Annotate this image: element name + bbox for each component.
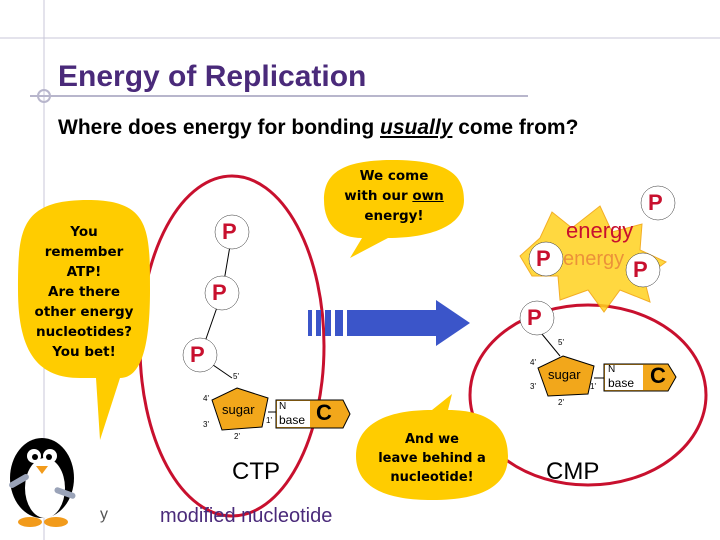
phosphate-label: P [648, 190, 663, 215]
bubble-line-part: with our [344, 188, 413, 204]
phosphate-icon [182, 337, 218, 373]
bubble-line: energy! [364, 208, 424, 224]
phosphate-icon [528, 241, 564, 277]
page-title: Energy of Replication [58, 60, 367, 93]
sugar-icon [537, 355, 595, 397]
arrow-tail-bar [325, 310, 331, 336]
bubble-line: with our own [326, 186, 462, 206]
bubble-line: nucleotide! [390, 470, 474, 485]
bubble-line: remember [44, 244, 124, 260]
speech-bubble-bottom [356, 394, 508, 500]
bubble-line: You [70, 224, 98, 240]
phosphate-label: P [212, 280, 227, 305]
phosphate-label: P [527, 305, 542, 330]
carbon-label: 5' [558, 338, 564, 347]
cmp-label: CMP [546, 458, 600, 485]
bubble-line: And we [405, 432, 459, 447]
caption-modified-nucleotide: modified nucleotide [160, 505, 333, 527]
speech-bubble-left [18, 200, 150, 440]
energy-label: energy [566, 218, 634, 243]
bubble-line: Are there [48, 284, 120, 300]
phosphate-icon [625, 252, 661, 288]
sugar-label: sugar [222, 402, 255, 417]
carbon-label: 2' [234, 432, 240, 441]
arrow-tail-bar [335, 310, 343, 336]
sugar-icon [211, 387, 269, 431]
carbon-label: 5' [233, 372, 239, 381]
base-label-box [277, 401, 310, 427]
arrow-tail-bar [316, 310, 321, 336]
base-letter: C [650, 363, 666, 388]
base-letter: C [316, 400, 332, 425]
speech-bubble-left-text: You remember ATP! Are there other energy… [18, 222, 150, 362]
energy-ghost-label: energy [563, 248, 625, 270]
base-label-box [605, 365, 643, 390]
phosphate-label: P [222, 219, 237, 244]
phosphate-icon [214, 214, 250, 250]
phosphate-label: P [633, 257, 648, 282]
phosphate-label: P [190, 342, 205, 367]
bubble-line: We come [359, 168, 429, 184]
reaction-arrow-icon [347, 300, 470, 346]
base-n-label: N [279, 401, 287, 412]
base-n-label: N [608, 364, 616, 375]
ctp-label: CTP [232, 458, 280, 485]
carbon-label: 1' [590, 382, 596, 391]
base-label: base [608, 376, 635, 390]
bubble-line: ATP! [66, 264, 102, 280]
title-bullet-circle [37, 89, 51, 103]
question-text-end: come from? [452, 116, 579, 139]
phosphate-icon [640, 185, 676, 221]
bubble-emphasis: own [412, 188, 444, 204]
sugar-label: sugar [548, 367, 581, 382]
question-text-start: Where does energy for bonding [58, 116, 381, 139]
phosphate-icon [204, 275, 240, 311]
carbon-label: 4' [530, 358, 536, 367]
bubble-line: nucleotides? [35, 324, 133, 340]
carbon-label: 3' [530, 382, 536, 391]
speech-bubble-top-text: We come with our own energy! [326, 166, 462, 226]
carbon-label: 3' [203, 420, 209, 429]
footer-fragment: y [100, 506, 108, 523]
carbon-label: 4' [203, 394, 209, 403]
arrow-tail-bar [308, 310, 312, 336]
carbon-label: 1' [266, 416, 272, 425]
base-label: base [279, 413, 306, 427]
slide-question: Where does energy for bonding usually co… [58, 116, 578, 140]
carbon-label: 2' [558, 398, 564, 407]
phosphate-label: P [536, 246, 551, 271]
speech-bubble-bottom-text: And we leave behind a nucleotide! [360, 430, 504, 487]
bubble-line: You bet! [52, 344, 116, 360]
question-emphasis: usually [380, 116, 453, 139]
ctp-backbone [199, 233, 233, 379]
bubble-line: other energy [34, 304, 134, 320]
cmp-outline [468, 303, 708, 487]
phosphate-icon [519, 300, 555, 336]
bubble-line: leave behind a [378, 451, 486, 466]
speech-bubble-top [324, 160, 464, 258]
penguin-mascot-icon [9, 438, 76, 527]
